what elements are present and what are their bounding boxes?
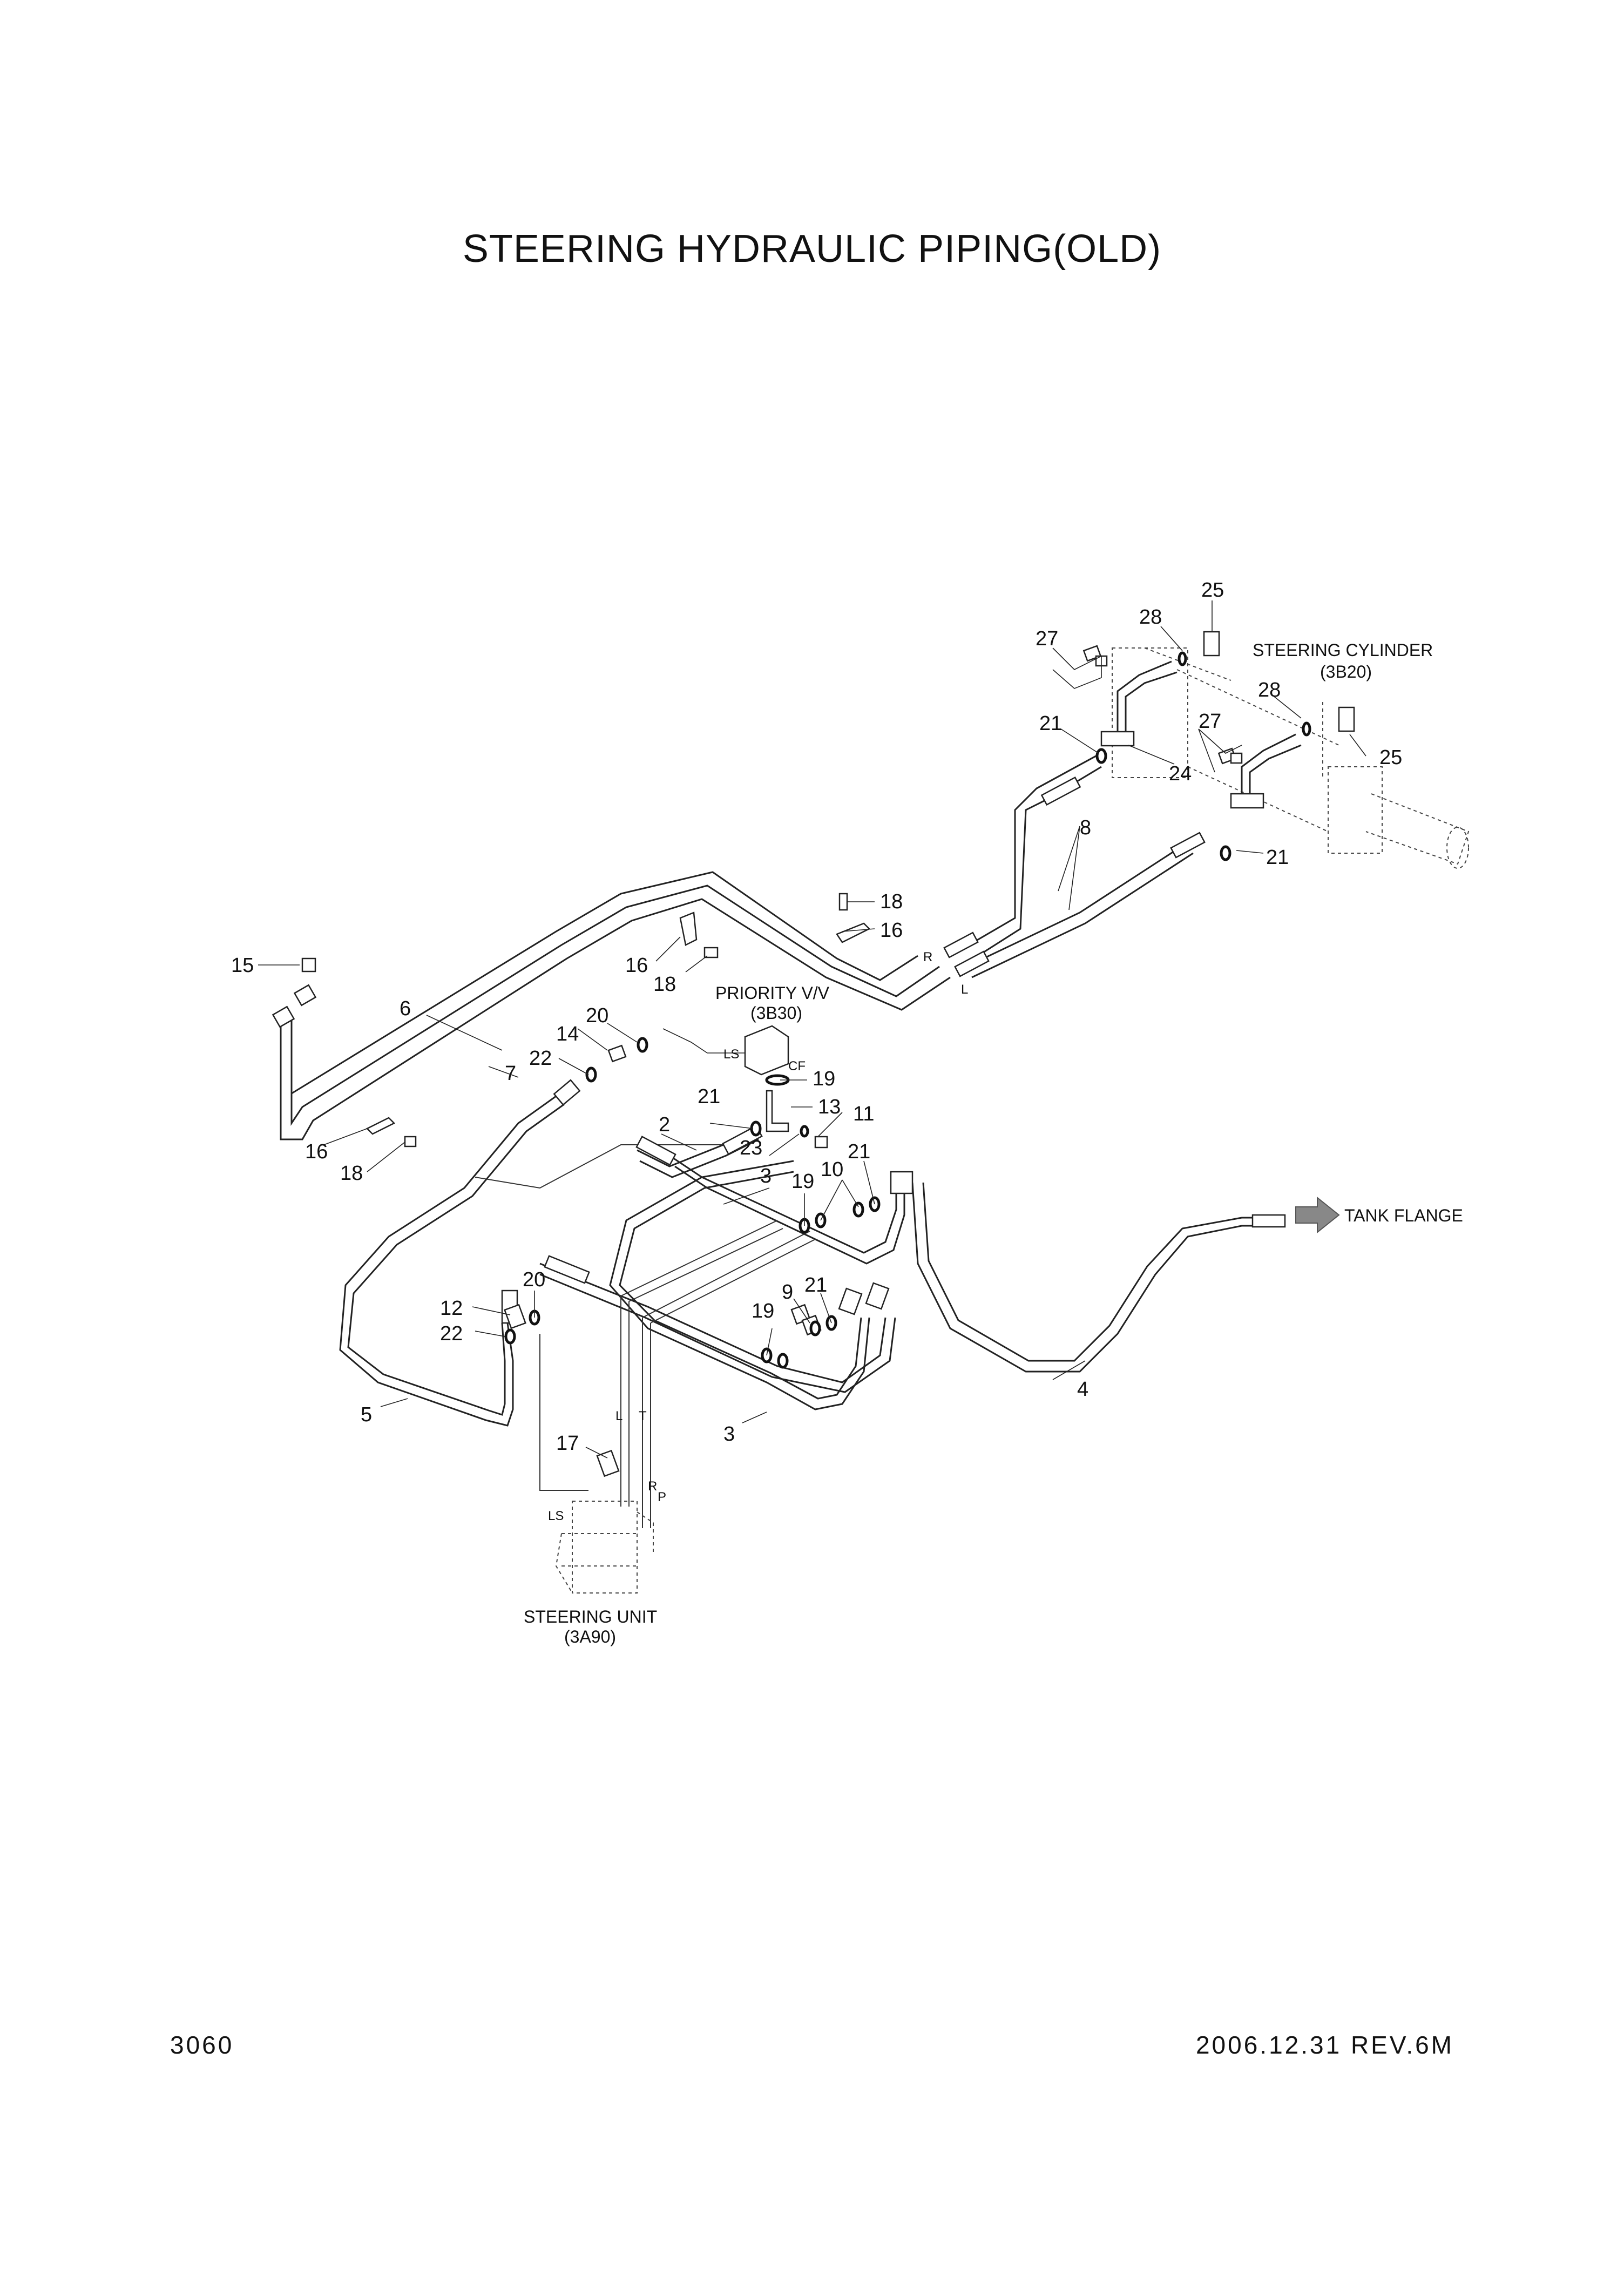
port-label-r: R [923, 950, 932, 964]
callout-10: 10 [821, 1158, 843, 1181]
callout-27: 27 [1199, 710, 1221, 733]
port-label-l2: L [615, 1409, 622, 1423]
callout-28: 28 [1258, 679, 1281, 701]
callout-21: 21 [848, 1140, 870, 1163]
fittings-group [272, 631, 1355, 1477]
steering-unit-outline [555, 1501, 654, 1594]
callout-22: 22 [529, 1047, 552, 1070]
callout-25: 25 [1379, 746, 1402, 769]
callout-22: 22 [440, 1322, 463, 1345]
callout-21: 21 [1266, 846, 1289, 869]
callout-15: 15 [231, 954, 254, 977]
callout-27: 27 [1036, 627, 1058, 650]
callout-11: 11 [853, 1103, 874, 1125]
callout-16: 16 [305, 1140, 328, 1163]
callout-2: 2 [659, 1113, 670, 1136]
callout-17: 17 [556, 1432, 579, 1455]
callout-20: 20 [523, 1268, 545, 1291]
revision-stamp: 2006.12.31 REV.6M [1195, 2031, 1454, 2059]
callout-23: 23 [740, 1137, 762, 1159]
callout-19: 19 [791, 1170, 814, 1193]
steering-cylinder-ref: (3B20) [1320, 662, 1372, 681]
callout-16: 16 [625, 954, 648, 977]
callout-9: 9 [782, 1281, 793, 1304]
port-labels: R L LS CF L T R P LS [548, 950, 968, 1523]
callout-16: 16 [880, 919, 903, 942]
tank-flange-label: TANK FLANGE [1344, 1206, 1463, 1225]
callout-21: 21 [1039, 712, 1062, 735]
priority-valve-label: PRIORITY V/V [715, 983, 830, 1003]
priority-valve-ref: (3B30) [750, 1003, 802, 1023]
callout-14: 14 [556, 1023, 579, 1045]
callout-20: 20 [586, 1004, 608, 1027]
page-number: 3060 [170, 2031, 234, 2059]
leader-lines [258, 600, 1366, 1459]
callout-8: 8 [1080, 816, 1091, 839]
steering-unit-label: STEERING UNIT [524, 1607, 657, 1626]
callout-6: 6 [400, 997, 411, 1020]
callout-3: 3 [760, 1165, 772, 1187]
port-label-t: T [639, 1409, 647, 1423]
component-labels: STEERING CYLINDER (3B20) PRIORITY V/V (3… [524, 640, 1463, 1646]
callout-19: 19 [752, 1300, 774, 1322]
steering-cylinder-outline [1112, 647, 1470, 869]
callout-21: 21 [804, 1274, 827, 1297]
steering-cylinder-label: STEERING CYLINDER [1253, 640, 1433, 660]
callout-4: 4 [1077, 1378, 1088, 1401]
callout-12: 12 [440, 1297, 463, 1320]
callout-18: 18 [340, 1162, 363, 1185]
callout-13: 13 [818, 1096, 841, 1118]
priority-valve-body [744, 1025, 789, 1076]
callout-21: 21 [698, 1085, 720, 1108]
page-title: STEERING HYDRAULIC PIPING(OLD) [462, 227, 1162, 271]
hose-group [280, 660, 1302, 1528]
port-label-l: L [961, 982, 968, 997]
callout-5: 5 [361, 1403, 372, 1426]
callout-28: 28 [1139, 606, 1162, 629]
port-label-ls: LS [723, 1047, 739, 1062]
port-label-p: P [658, 1490, 666, 1504]
callout-3: 3 [723, 1423, 735, 1446]
port-label-cf: CF [788, 1059, 806, 1074]
callout-18: 18 [880, 890, 903, 913]
callout-19: 19 [813, 1068, 835, 1090]
part-callouts: 25 28 27 21 24 28 27 25 8 21 18 16 15 16… [231, 579, 1402, 1455]
port-label-ls2: LS [548, 1509, 564, 1523]
tank-flange-arrow-icon [1295, 1196, 1340, 1234]
port-label-r2: R [648, 1479, 657, 1494]
callout-7: 7 [505, 1062, 516, 1085]
callout-18: 18 [653, 973, 676, 996]
steering-unit-ref: (3A90) [564, 1627, 616, 1646]
callout-25: 25 [1201, 579, 1224, 602]
callout-24: 24 [1169, 762, 1192, 785]
